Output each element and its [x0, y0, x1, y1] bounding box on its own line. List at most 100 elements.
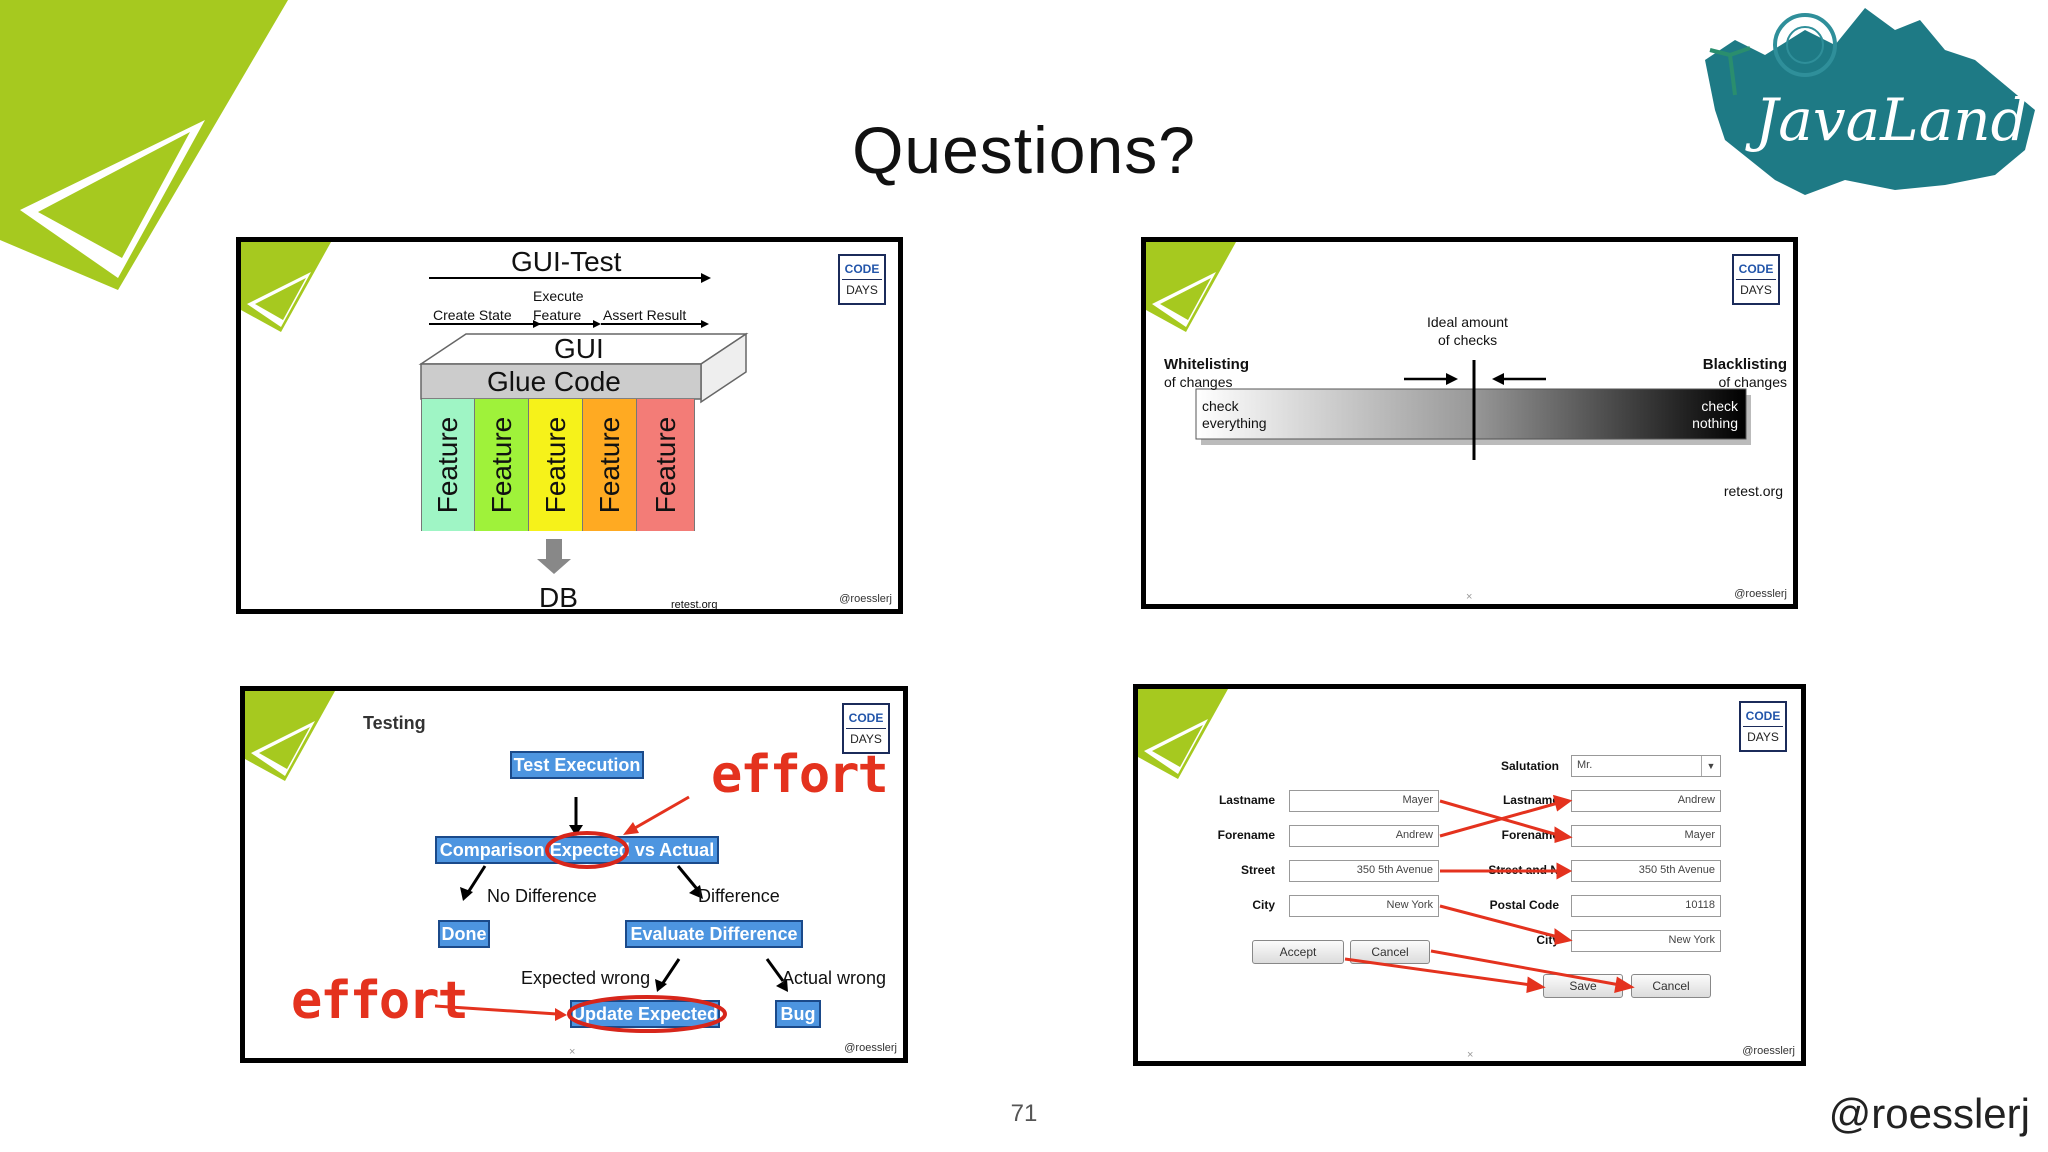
- thumbnail-mark: ×: [1466, 591, 1473, 603]
- bug-box: Bug: [775, 1000, 821, 1028]
- left-label-street: Street: [1240, 863, 1275, 877]
- cancel-button-right[interactable]: Cancel: [1631, 974, 1711, 998]
- right-label-postal-code: Postal Code: [1489, 898, 1559, 912]
- thumbnail-gui-test[interactable]: GUI-Test Execute Create State Feature As…: [236, 237, 903, 614]
- no-difference-label: No Difference: [487, 886, 597, 906]
- thumbnail-handle: @roesslerj: [839, 593, 892, 605]
- ideal-amount-label: Ideal amount: [1427, 314, 1508, 330]
- gui-test-create-state-label: Create State: [433, 307, 512, 323]
- feature-block-3: Feature: [529, 399, 583, 531]
- code-days-badge: CODE DAYS: [1732, 254, 1780, 305]
- badge-days: DAYS: [1747, 730, 1779, 744]
- badge-days: DAYS: [846, 283, 878, 297]
- check-nothing-label: check: [1701, 398, 1738, 414]
- slide-title: Questions?: [852, 113, 1196, 187]
- checks-source: retest.org: [1723, 483, 1783, 499]
- red-ellipse-highlights: [545, 831, 727, 1033]
- test-execution-box: Test Execution: [510, 751, 644, 779]
- left-label-city: City: [1252, 898, 1275, 912]
- right-field-city[interactable]: New York: [1571, 930, 1721, 952]
- code-days-badge: CODE DAYS: [842, 703, 890, 754]
- left-field-street[interactable]: 350 5th Avenue: [1289, 860, 1439, 882]
- feature-block-label: Feature: [539, 416, 571, 514]
- left-label-lastname: Lastname: [1218, 793, 1275, 807]
- right-field-forename[interactable]: Mayer: [1571, 825, 1721, 847]
- right-field-postal-code[interactable]: 10118: [1571, 895, 1721, 917]
- badge-days: DAYS: [850, 732, 882, 746]
- thumbnail-corner-check: [241, 242, 331, 332]
- twitter-handle: @roesslerj: [1828, 1090, 2030, 1137]
- testing-flow-arrows: [434, 795, 788, 1021]
- badge-code: CODE: [842, 259, 882, 280]
- feature-block-4: Feature: [583, 399, 637, 531]
- update-expected-box: Update Expected: [570, 1000, 720, 1028]
- code-days-badge: CODE DAYS: [1739, 701, 1787, 752]
- feature-block-2: Feature: [475, 399, 529, 531]
- thumbnail-handle: @roesslerj: [1742, 1045, 1795, 1057]
- checks-gradient-bar: [1195, 360, 1751, 460]
- thumbnail-corner-check: [1146, 242, 1236, 332]
- db-label: DB: [539, 582, 578, 613]
- check-nothing-label-2: nothing: [1692, 415, 1738, 431]
- comparison-box: Comparison Expected vs Actual: [435, 836, 719, 864]
- field-mapping-arrows: [1344, 794, 1635, 994]
- gui-label: GUI: [554, 333, 604, 364]
- gui-test-source: retest.org: [671, 599, 718, 611]
- badge-code: CODE: [1736, 259, 1776, 280]
- logo-text: JavaLand: [1745, 86, 2028, 154]
- whitelisting-sub: of changes: [1164, 374, 1233, 390]
- right-field-lastname[interactable]: Andrew: [1571, 790, 1721, 812]
- feature-block-label: Feature: [432, 416, 463, 514]
- gui-test-feature-label: Feature: [533, 307, 582, 323]
- feature-block-1: Feature: [421, 399, 475, 531]
- whitelisting-label: Whitelisting: [1164, 356, 1249, 373]
- actual-wrong-label: Actual wrong: [782, 968, 887, 988]
- feature-block-label: Feature: [593, 416, 625, 514]
- ideal-amount-label-2: of checks: [1438, 332, 1498, 348]
- javaland-logo: JavaLand: [1695, 0, 2048, 210]
- effort-label-bottom: effort: [291, 971, 469, 1031]
- left-field-city[interactable]: New York: [1289, 895, 1439, 917]
- right-label-lastname: Lastname: [1502, 793, 1559, 807]
- feature-block-label: Feature: [485, 416, 517, 514]
- chevron-down-icon[interactable]: ▼: [1701, 756, 1720, 776]
- thumbnail-handle: @roesslerj: [844, 1042, 897, 1054]
- badge-code: CODE: [846, 708, 886, 729]
- thumbnail-handle: @roesslerj: [1734, 588, 1787, 600]
- left-field-lastname[interactable]: Mayer: [1289, 790, 1439, 812]
- blacklisting-sub: of changes: [1718, 374, 1788, 390]
- thumbnail-testing-flow[interactable]: Testing Test Execution Comparison Expect…: [240, 686, 908, 1063]
- thumbnail-corner-check: [245, 691, 335, 781]
- salutation-value: Mr.: [1577, 759, 1593, 771]
- thumbnail-form-mapping[interactable]: Lastname Forename Street City Mayer Andr…: [1133, 684, 1806, 1066]
- accept-button[interactable]: Accept: [1252, 940, 1344, 964]
- salutation-label: Salutation: [1500, 759, 1559, 773]
- thumbnail-mark: ×: [569, 1046, 576, 1058]
- blacklisting-label: Blacklisting: [1702, 356, 1787, 373]
- thumbnail-mark: ×: [1467, 1049, 1474, 1061]
- effort-label-top: effort: [711, 745, 889, 805]
- glue-code-label: Glue Code: [487, 366, 621, 397]
- evaluate-difference-box: Evaluate Difference: [625, 920, 803, 948]
- cancel-button-left[interactable]: Cancel: [1350, 940, 1430, 964]
- gui-test-execute-label: Execute: [533, 288, 584, 304]
- left-field-forename[interactable]: Andrew: [1289, 825, 1439, 847]
- gui-test-title: GUI-Test: [511, 246, 622, 277]
- code-days-badge: CODE DAYS: [838, 254, 886, 305]
- check-everything-label: check: [1202, 398, 1239, 414]
- testing-title: Testing: [363, 713, 426, 733]
- corner-check-decoration: [0, 0, 288, 290]
- page-number: 71: [1010, 1100, 1038, 1127]
- thumbnail-corner-check: [1138, 689, 1228, 779]
- feature-block-label: Feature: [649, 416, 681, 514]
- feature-block-5: Feature: [637, 399, 695, 531]
- difference-label: Difference: [698, 886, 780, 906]
- badge-days: DAYS: [1740, 283, 1772, 297]
- badge-code: CODE: [1743, 706, 1783, 727]
- check-everything-label-2: everything: [1202, 415, 1267, 431]
- done-box: Done: [438, 920, 490, 948]
- salutation-select[interactable]: Mr. ▼: [1571, 755, 1721, 777]
- gui-test-arrows: [418, 273, 749, 574]
- right-field-street[interactable]: 350 5th Avenue: [1571, 860, 1721, 882]
- thumbnail-checks-spectrum[interactable]: Ideal amount of checks Whitelisting of c…: [1141, 237, 1798, 609]
